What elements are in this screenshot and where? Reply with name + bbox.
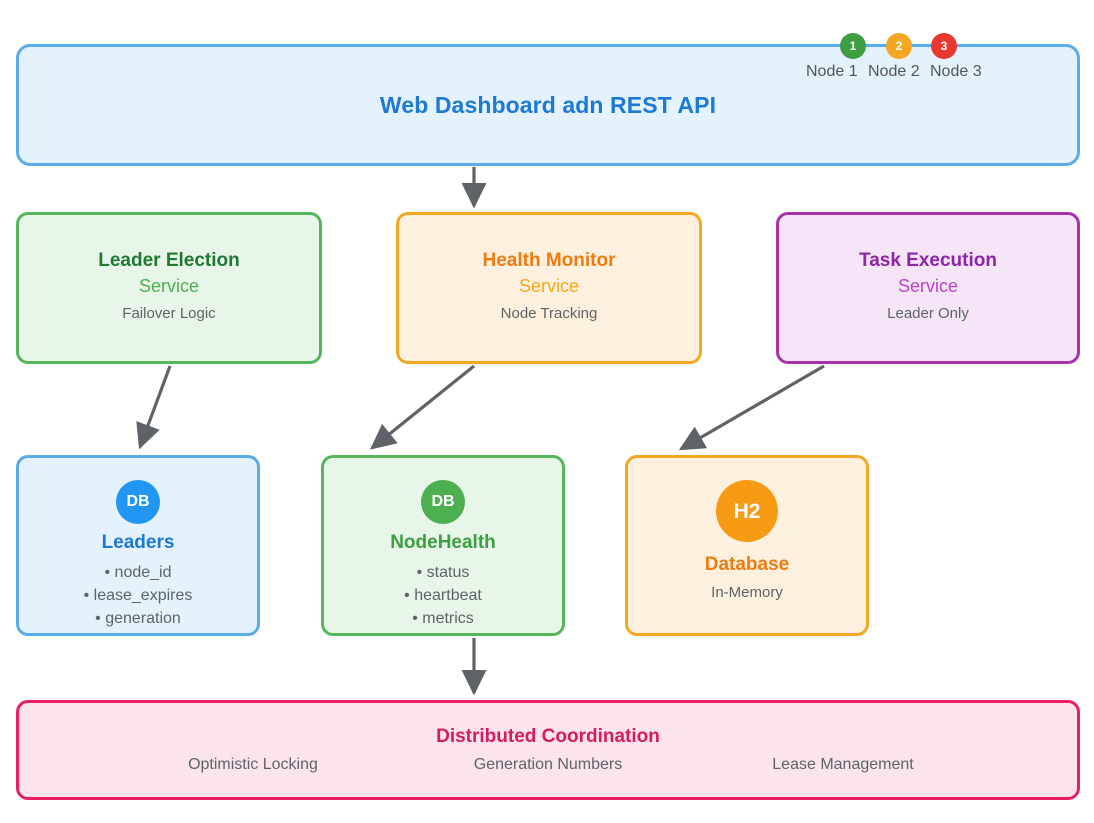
entity-title: NodeHealth	[390, 532, 496, 553]
coordination-feature: Generation Numbers	[473, 756, 623, 773]
entity-note: In-Memory	[711, 583, 783, 601]
coordination-feature: Optimistic Locking	[188, 756, 318, 773]
service-subtitle: Service	[138, 275, 200, 296]
service-note: Failover Logic	[122, 304, 216, 322]
h2-database-icon: H2	[716, 480, 778, 542]
service-box-task-execution[interactable]: Task Execution Service Leader Only	[776, 212, 1080, 364]
node-status-badge-1[interactable]: 1	[840, 33, 866, 59]
arrow-health-monitor-to-nodehealth	[370, 364, 476, 450]
coordination-title: Distributed Coordination	[436, 726, 660, 747]
page-title: Web Dashboard adn REST API	[379, 91, 717, 118]
entity-field-list: • status • heartbeat • metrics	[404, 561, 482, 631]
node-label-3: Node 3	[930, 63, 982, 80]
node-status-badge-2[interactable]: 2	[886, 33, 912, 59]
service-note: Leader Only	[887, 304, 969, 322]
arrow-task-execution-to-database	[678, 364, 825, 451]
database-icon: DB	[421, 480, 465, 524]
database-icon: DB	[116, 480, 160, 524]
entity-field: • lease_expires	[83, 586, 193, 604]
entity-field: • generation	[95, 610, 181, 628]
distributed-coordination-box[interactable]: Distributed Coordination Optimistic Lock…	[16, 700, 1080, 800]
entity-title: Database	[704, 554, 790, 575]
node-label-1: Node 1	[806, 63, 858, 80]
service-title: Leader Election	[98, 250, 240, 272]
arrow-leader-election-to-leaders	[136, 365, 172, 450]
coordination-feature: Lease Management	[772, 756, 914, 773]
entity-field: • heartbeat	[404, 586, 482, 604]
service-subtitle: Service	[518, 275, 580, 296]
service-title: Task Execution	[859, 250, 997, 272]
entity-box-leaders[interactable]: DB Leaders • node_id • lease_expires • g…	[16, 455, 260, 636]
service-box-leader-election[interactable]: Leader Election Service Failover Logic	[16, 212, 322, 364]
entity-field: • status	[416, 563, 470, 581]
service-note: Node Tracking	[500, 304, 598, 322]
entity-field: • metrics	[412, 610, 474, 628]
coordination-feature-row: Optimistic Locking Generation Numbers Le…	[19, 756, 1077, 774]
web-dashboard-api-box[interactable]: Web Dashboard adn REST API	[16, 44, 1080, 166]
service-box-health-monitor[interactable]: Health Monitor Service Node Tracking	[396, 212, 702, 364]
entity-field-list: • node_id • lease_expires • generation	[84, 561, 193, 631]
node-label-2: Node 2	[868, 63, 920, 80]
service-title: Health Monitor	[482, 250, 616, 272]
entity-title: Leaders	[101, 532, 175, 553]
entity-field: • node_id	[104, 563, 172, 581]
service-subtitle: Service	[897, 275, 959, 296]
entity-box-database[interactable]: H2 Database In-Memory	[625, 455, 869, 636]
node-status-badge-3[interactable]: 3	[931, 33, 957, 59]
entity-box-nodehealth[interactable]: DB NodeHealth • status • heartbeat • met…	[321, 455, 565, 636]
